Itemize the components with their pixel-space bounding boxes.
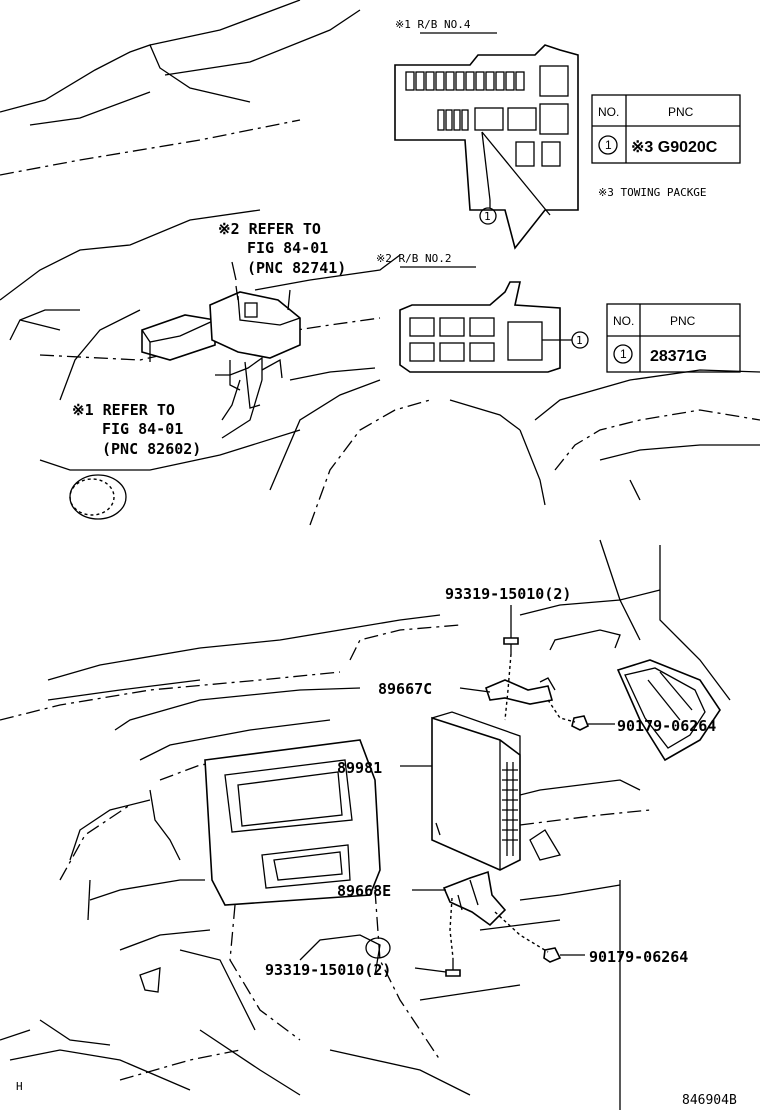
pnc-table-2: NO. PNC 1 28371G (606, 303, 741, 373)
corner-mark: H (16, 1080, 23, 1093)
leader-refer-top (231, 261, 237, 281)
label-bracket-top: 89667C (378, 680, 432, 698)
rb-no2-label: ※2 R/B NO.2 (376, 252, 451, 265)
relay-box-assembly (141, 285, 301, 409)
label-bolt-bottom: 93319-15010(2) (265, 961, 391, 979)
label-nut-bottom: 90179-06264 (589, 948, 688, 966)
label-bolt-top: 93319-15010(2) (445, 585, 571, 603)
nut-top-icon (571, 715, 590, 731)
install-path-top (504, 653, 512, 721)
rb-no4-group: ※1 R/B NO.4 (394, 18, 579, 250)
refer-bottom-line3: (PNC 82602) (102, 440, 201, 458)
label-ecu: 89981 (337, 759, 382, 777)
pnc-table-1: NO. PNC 1 ※3 G9020C (591, 94, 741, 164)
refer-top-line1: ※2 REFER TO (218, 220, 321, 238)
leader-bracket-top (459, 687, 491, 693)
bracket-bottom (442, 870, 507, 927)
install-path-nut-bottom (494, 911, 549, 953)
leader-refer-bottom-1 (221, 379, 241, 421)
bracket-top (485, 677, 556, 705)
nut-bottom-icon (543, 947, 562, 963)
table1-header-pnc: PNC (668, 105, 694, 119)
callout-1-rb2: 1 (576, 334, 583, 347)
table1-header-no: NO. (598, 105, 619, 119)
table2-header-no: NO. (613, 314, 634, 328)
figure-code: 846904B (682, 1093, 737, 1108)
leader-bolt-bottom (414, 967, 447, 973)
install-path-bottom (449, 897, 454, 959)
label-bracket-bottom: 89668E (337, 882, 391, 900)
footnote-towing: ※3 TOWING PACKGE (598, 186, 707, 199)
rb-no4-label: ※1 R/B NO.4 (395, 18, 471, 31)
ecu-unit (431, 711, 521, 871)
table1-row-pnc: ※3 G9020C (631, 139, 718, 156)
callout-1-rb4: 1 (484, 210, 491, 223)
rb-no4-fuse-row (405, 65, 569, 167)
table2-row-no: 1 (620, 347, 627, 361)
leader-refer-bottom-2 (221, 379, 263, 439)
rb-no2-group: ※2 R/B NO.2 1 (376, 252, 589, 373)
table1-row-no: 1 (605, 138, 612, 152)
install-path-nut-top (547, 699, 576, 723)
refer-bottom-line1: ※1 REFER TO (72, 401, 175, 419)
refer-top-line2: FIG 84-01 (247, 239, 328, 257)
refer-top-line3: (PNC 82741) (247, 259, 346, 277)
dashboard-outline (0, 539, 731, 1110)
label-nut-top: 90179-06264 (617, 717, 716, 735)
table2-header-pnc: PNC (670, 314, 696, 328)
refer-bottom-line2: FIG 84-01 (102, 420, 183, 438)
bolt-bottom-icon (445, 958, 461, 977)
bolt-top-icon (503, 637, 519, 654)
table2-row-pnc: 28371G (650, 348, 707, 365)
engine-bay-outline (0, 0, 760, 526)
